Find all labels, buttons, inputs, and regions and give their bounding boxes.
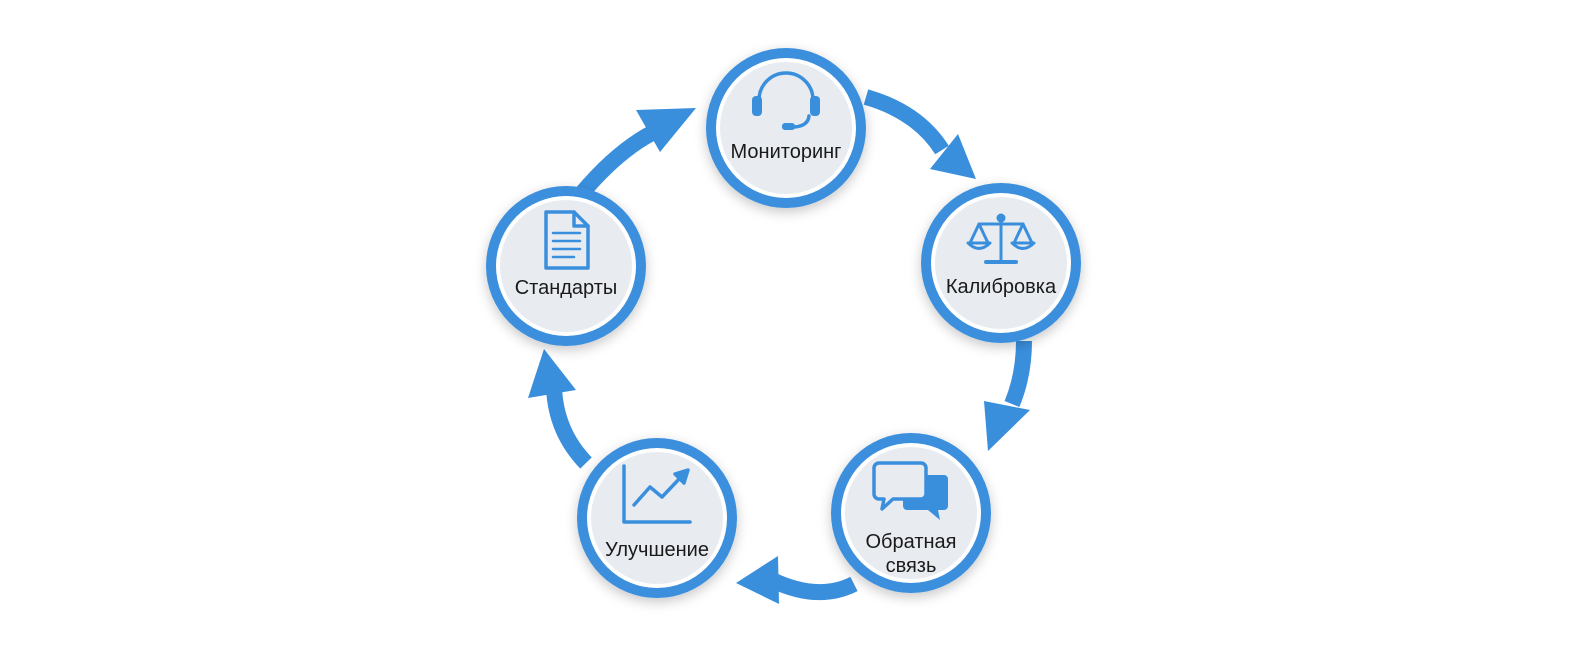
node-improvement: Улучшение [577,438,737,598]
arrow-monitoring-to-calibration [863,89,976,179]
headset-icon [752,71,820,130]
node-label-monitoring: Мониторинг [731,141,842,163]
arrow-improvement-to-standards [528,349,592,469]
node-label-standards: Стандарты [515,277,618,299]
node-label-feedback-line1: Обратная [866,531,957,553]
node-calibration: Калибровка [921,183,1081,343]
chat-bubbles-icon [872,461,948,520]
arrow-standards-to-monitoring [575,108,696,199]
node-label-improvement: Улучшение [605,539,709,561]
trend-chart-icon [622,464,692,524]
scales-icon [966,213,1036,264]
node-label-feedback-line2: связь [886,555,937,577]
cycle-arrows [528,89,1032,604]
arrow-calibration-to-feedback [984,340,1032,451]
node-standards: Стандарты [486,186,646,346]
node-monitoring: Мониторинг [706,48,866,208]
document-icon [544,210,590,270]
arrow-feedback-to-improvement [736,556,858,604]
node-label-calibration: Калибровка [946,276,1057,298]
node-feedback: Обратная связь [831,433,991,593]
